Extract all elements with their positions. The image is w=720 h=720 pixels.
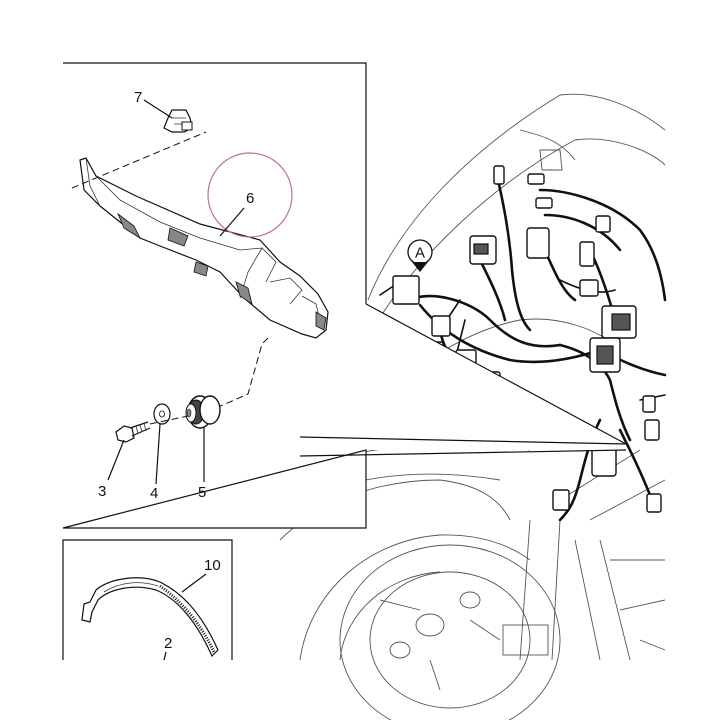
callout-10: 10 (204, 557, 221, 574)
highlight-circle (207, 152, 293, 238)
callout-5: 5 (198, 484, 206, 501)
callout-4: 4 (150, 485, 158, 502)
part-4-washer (153, 403, 171, 425)
leader-10 (181, 573, 207, 593)
leader-6 (219, 207, 245, 237)
part-6-cover (79, 157, 329, 339)
callout-6: 6 (246, 190, 254, 207)
part-7-clip (163, 109, 193, 133)
callout-7: 7 (134, 89, 142, 106)
part-5-grommet (185, 395, 221, 429)
assembly-line-3 (149, 415, 189, 425)
leader-3 (107, 439, 125, 481)
assembly-line-7 (71, 131, 207, 189)
detail-marker-label: A (415, 245, 425, 262)
leader-4 (155, 423, 161, 485)
callout-2: 2 (164, 635, 172, 652)
lower-detail-box (62, 539, 233, 660)
leader-7 (143, 99, 173, 119)
leader-2 (163, 651, 167, 661)
part-3-screw (115, 421, 151, 443)
detail-marker-a: A (407, 239, 433, 272)
part-10-strap (81, 577, 219, 658)
callout-3: 3 (98, 483, 106, 500)
detail-box (62, 62, 627, 529)
assembly-line-5 (215, 337, 269, 409)
